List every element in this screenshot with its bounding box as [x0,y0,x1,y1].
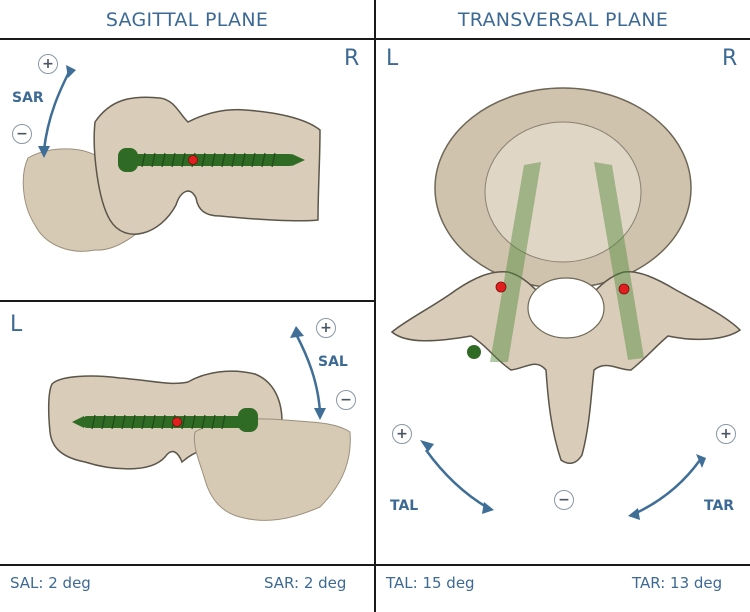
sagittal-view-bottom[interactable]: L + − SAL [0,302,374,564]
right-screw-marker [618,283,630,295]
pedicle-screw-top [118,148,305,172]
transversal-render [390,87,742,520]
tar-arrow [633,459,702,516]
tar-label: TAR [704,498,735,514]
sar-arrow [42,69,72,151]
sal-label: SAL [318,354,348,370]
bone-anterior-bottom [193,418,351,521]
sar-label: SAR [12,90,44,106]
transversal-plane-title: TRANSVERSAL PLANE [457,9,669,31]
left-screw-head [467,345,481,359]
vertebral-body-inner [484,121,642,263]
sal-minus-button[interactable]: − [336,390,356,410]
bottom-divider [0,564,750,566]
sagittal-view-top[interactable]: + − SAR R [0,40,374,300]
transversal-view[interactable]: L R + TAL − + TAR [376,40,750,564]
tal-status: TAL: 15 deg [386,574,475,592]
sal-status: SAL: 2 deg [10,574,91,592]
right-screw-trajectory [594,162,644,360]
sagittal-top-render [22,65,321,252]
sar-plus-button[interactable]: + [38,54,58,74]
sar-status: SAR: 2 deg [264,574,347,592]
vertical-divider [374,0,376,612]
sagittal-bottom-render [47,326,351,521]
transversal-left-marker: L [386,46,399,71]
sar-minus-button[interactable]: − [12,124,32,144]
tal-plus-button[interactable]: + [392,424,412,444]
spinal-canal [527,277,605,339]
sagittal-right-marker: R [344,46,360,71]
sal-arrow [294,333,322,413]
left-screw-trajectory [490,162,541,362]
screw-marker-top [188,155,198,165]
tar-status: TAR: 13 deg [632,574,723,592]
tar-plus-button[interactable]: + [716,424,736,444]
left-screw-marker [495,281,507,293]
tal-label: TAL [390,498,419,514]
screw-marker-bottom [172,417,182,427]
sal-plus-button[interactable]: + [316,318,336,338]
sagittal-plane-title: SAGITTAL PLANE [105,9,269,31]
tal-arrow [424,449,489,510]
center-minus-button[interactable]: − [554,490,574,510]
sagittal-split-divider [0,300,375,302]
transversal-right-marker: R [722,46,738,71]
sagittal-left-marker: L [10,312,23,337]
